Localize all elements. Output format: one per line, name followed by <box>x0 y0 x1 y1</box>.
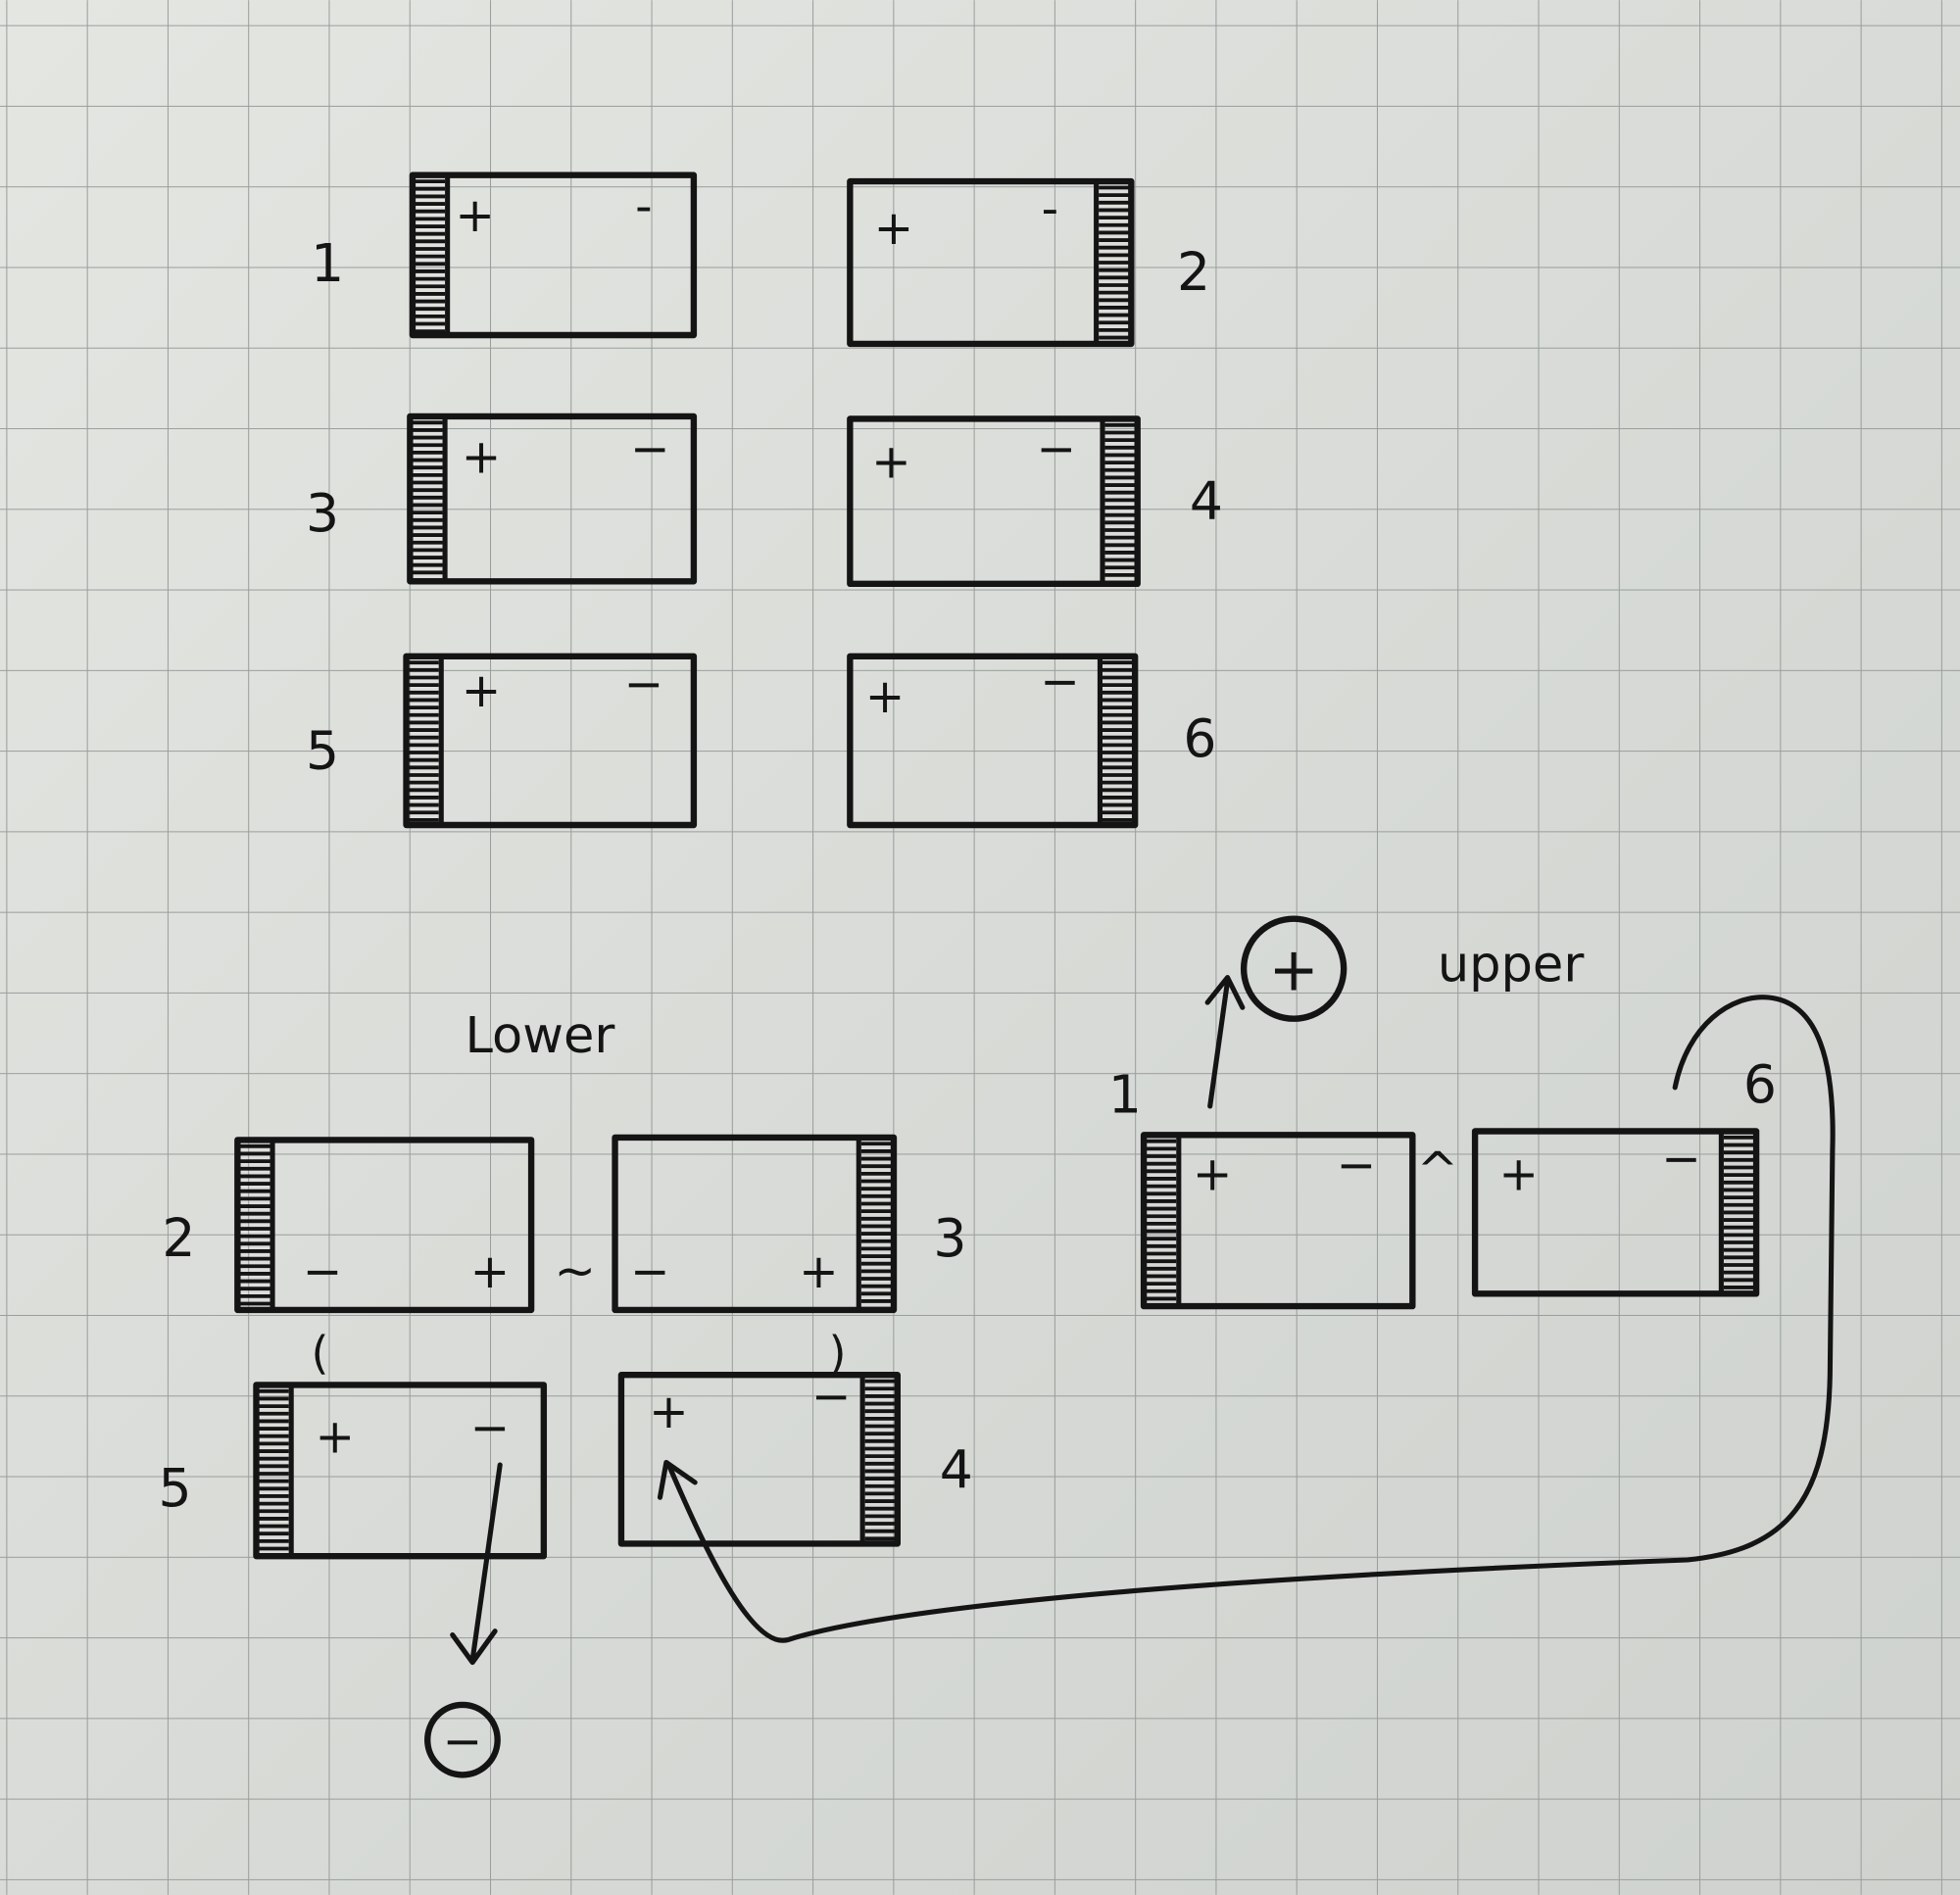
negative-terminal-mark: − <box>303 1244 343 1299</box>
negative-terminal-mark: − <box>624 656 664 711</box>
positive-terminal-mark: + <box>1498 1146 1539 1201</box>
negative-terminal-mark: − <box>630 422 670 477</box>
hatched-terminal-left <box>403 654 444 828</box>
cell-number-label: 2 <box>162 1207 195 1269</box>
negative-terminal-mark: - <box>1042 182 1058 237</box>
hatched-terminal-right <box>1097 654 1138 828</box>
lower-cell-5: 5 + − <box>159 1382 548 1560</box>
svg-text:−: − <box>443 1715 483 1770</box>
negative-terminal-mark: − <box>1040 655 1080 709</box>
positive-terminal-mark: + <box>1193 1146 1233 1201</box>
hatched-terminal-left <box>1141 1132 1182 1309</box>
hatched-terminal-right <box>1100 415 1141 587</box>
link-bracket-right: ) <box>829 1327 847 1380</box>
upper-series-link: ^ <box>1416 1142 1458 1200</box>
positive-terminal-mark: + <box>865 669 906 724</box>
hatched-terminal-right <box>859 1372 901 1546</box>
top-cell-4: 4 + − <box>847 415 1223 588</box>
negative-terminal-mark: − <box>811 1369 852 1424</box>
cell-number-label: 5 <box>306 720 339 782</box>
positive-terminal-mark: + <box>799 1244 839 1299</box>
upper-heading: upper <box>1438 936 1584 994</box>
up-arrow-icon <box>1204 975 1246 1109</box>
top-cell-6: 6 + − <box>847 653 1217 829</box>
return-wire <box>665 995 1836 1643</box>
link-bracket-left: ( <box>312 1327 329 1380</box>
cell-number-label: 3 <box>933 1207 966 1269</box>
negative-output-terminal: − <box>424 1701 501 1778</box>
positive-terminal-mark: + <box>462 663 502 718</box>
cell-number-label: 4 <box>940 1438 973 1500</box>
upper-cell-6: 6 + − <box>1471 1053 1777 1297</box>
cell-number-label: 1 <box>1108 1063 1142 1125</box>
svg-text:+: + <box>1269 935 1319 1004</box>
lower-cell-3: 3 + − <box>612 1134 966 1314</box>
cell-number-label: 6 <box>1743 1053 1777 1115</box>
lower-cell-2: 2 + − <box>162 1137 535 1314</box>
positive-terminal-mark: + <box>649 1385 689 1439</box>
cell-number-label: 1 <box>311 232 344 294</box>
positive-terminal-mark: + <box>462 429 502 484</box>
negative-terminal-mark: − <box>1037 422 1077 477</box>
lower-heading: Lower <box>465 1007 614 1065</box>
negative-terminal-mark: − <box>1337 1139 1377 1193</box>
cell-number-label: 2 <box>1177 241 1210 303</box>
negative-terminal-mark: - <box>635 179 652 234</box>
hatched-terminal-left <box>253 1382 294 1559</box>
cell-number-label: 4 <box>1190 469 1223 531</box>
positive-terminal-mark: + <box>316 1409 356 1464</box>
lower-series-link: ~ <box>554 1242 596 1300</box>
top-cell-1: 1 + - <box>311 171 698 339</box>
negative-terminal-mark: − <box>1661 1132 1701 1187</box>
cell-number-label: 5 <box>159 1457 192 1519</box>
positive-terminal-mark: + <box>871 434 911 489</box>
cell-number-label: 3 <box>306 482 339 544</box>
hatched-terminal-right <box>1094 178 1134 347</box>
hatched-terminal-right <box>856 1135 897 1313</box>
top-cell-3: 3 + − <box>306 413 698 585</box>
lower-cell-4: 4 + − <box>617 1369 973 1547</box>
hatched-terminal-left <box>407 413 448 584</box>
down-arrow-icon <box>450 1462 503 1666</box>
positive-terminal-mark: + <box>455 188 495 243</box>
positive-terminal-mark: + <box>874 201 914 256</box>
top-cell-5: 5 + − <box>306 653 698 829</box>
negative-terminal-mark: − <box>630 1244 670 1299</box>
upper-cell-1: 1 + − <box>1108 1063 1416 1310</box>
hatched-terminal-right <box>1718 1128 1759 1296</box>
top-cell-2: 2 + - <box>847 177 1210 348</box>
negative-terminal-mark: − <box>470 1400 511 1455</box>
positive-terminal-mark: + <box>470 1244 511 1299</box>
arrowhead-icon <box>657 1459 698 1500</box>
positive-output-terminal: + <box>1240 915 1348 1022</box>
hatched-terminal-left <box>410 172 451 338</box>
hatched-terminal-left <box>234 1137 275 1313</box>
cell-number-label: 6 <box>1183 707 1216 769</box>
